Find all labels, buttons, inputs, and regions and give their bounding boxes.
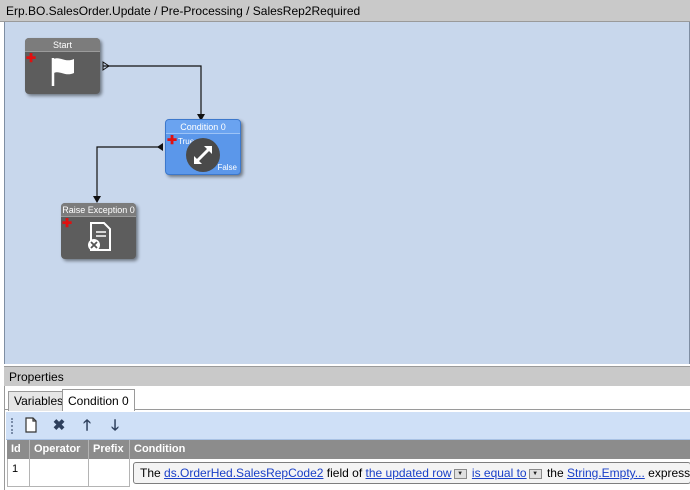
connector-start-condition [103,65,202,120]
connectors-layer [93,61,205,203]
start-output-port [102,61,110,71]
properties-toolbar: ✖ 🡑 🡓 [6,412,690,440]
connector-arrowhead [93,196,101,203]
add-connection-icon[interactable]: ✚ [167,133,178,147]
toolbar-grip [11,418,14,434]
condition-text: The [140,466,161,480]
connector-condition-raise [96,146,163,202]
false-branch-label: False [217,163,237,172]
column-header-prefix[interactable]: Prefix [89,440,130,459]
add-connection-icon[interactable]: ✚ [62,216,73,230]
condition-text: expression [648,466,690,480]
delete-icon[interactable]: ✖ [52,417,66,434]
cell-prefix[interactable] [89,459,130,487]
field-link[interactable]: ds.OrderHed.SalesRepCode2 [164,466,324,480]
flag-icon [51,58,74,86]
condition-text: the [546,466,564,480]
breadcrumb: Erp.BO.SalesOrder.Update / Pre-Processin… [6,4,361,18]
expression-link[interactable]: String.Empty... [566,466,645,480]
raise-exception-node-title: Raise Exception 0 [61,203,136,217]
true-branch-label: True [178,137,195,146]
raise-exception-node[interactable]: Raise Exception 0 ✚ [61,203,136,259]
dropdown-arrow-icon[interactable]: ▼ [453,468,467,479]
workflow-canvas[interactable]: Start ✚ Condition 0 ✚ True False Raise E… [4,22,690,364]
tab-condition-0[interactable]: Condition 0 [62,389,135,411]
start-node-title: Start [25,38,100,52]
connector-arrowhead [197,114,205,121]
designer-title-bar: Erp.BO.SalesOrder.Update / Pre-Processin… [0,0,690,22]
condition-false-port [157,143,163,151]
move-down-icon[interactable]: 🡓 [111,417,119,434]
move-up-icon[interactable]: 🡑 [83,417,91,434]
tab-strip: Variables Condition 0 [5,388,690,411]
properties-panel: Variables Condition 0 ✖ 🡑 🡓 Id Operator … [4,386,690,490]
start-node[interactable]: Start ✚ [25,38,100,94]
row-link[interactable]: the updated row [365,466,452,480]
cell-operator[interactable] [30,459,89,487]
column-header-id[interactable]: Id [7,440,30,459]
add-connection-icon[interactable]: ✚ [26,51,37,65]
properties-header: Properties [4,366,690,386]
operator-link[interactable]: is equal to [471,466,527,480]
dropdown-arrow-icon[interactable]: ▼ [528,468,542,479]
condition-expression: The ds.OrderHed.SalesRepCode2 field of t… [133,462,690,484]
properties-title: Properties [9,370,64,384]
cell-id[interactable]: 1 [7,459,30,487]
column-header-operator[interactable]: Operator [30,440,89,459]
new-icon[interactable] [22,417,40,435]
diamond-arrow-icon [186,138,220,172]
condition-text: field of [326,466,363,480]
column-header-condition[interactable]: Condition [130,440,690,459]
document-error-icon [88,222,111,251]
tab-variables[interactable]: Variables [8,391,70,411]
condition-node-title: Condition 0 [166,120,240,134]
condition-node[interactable]: Condition 0 ✚ True False [165,119,241,175]
